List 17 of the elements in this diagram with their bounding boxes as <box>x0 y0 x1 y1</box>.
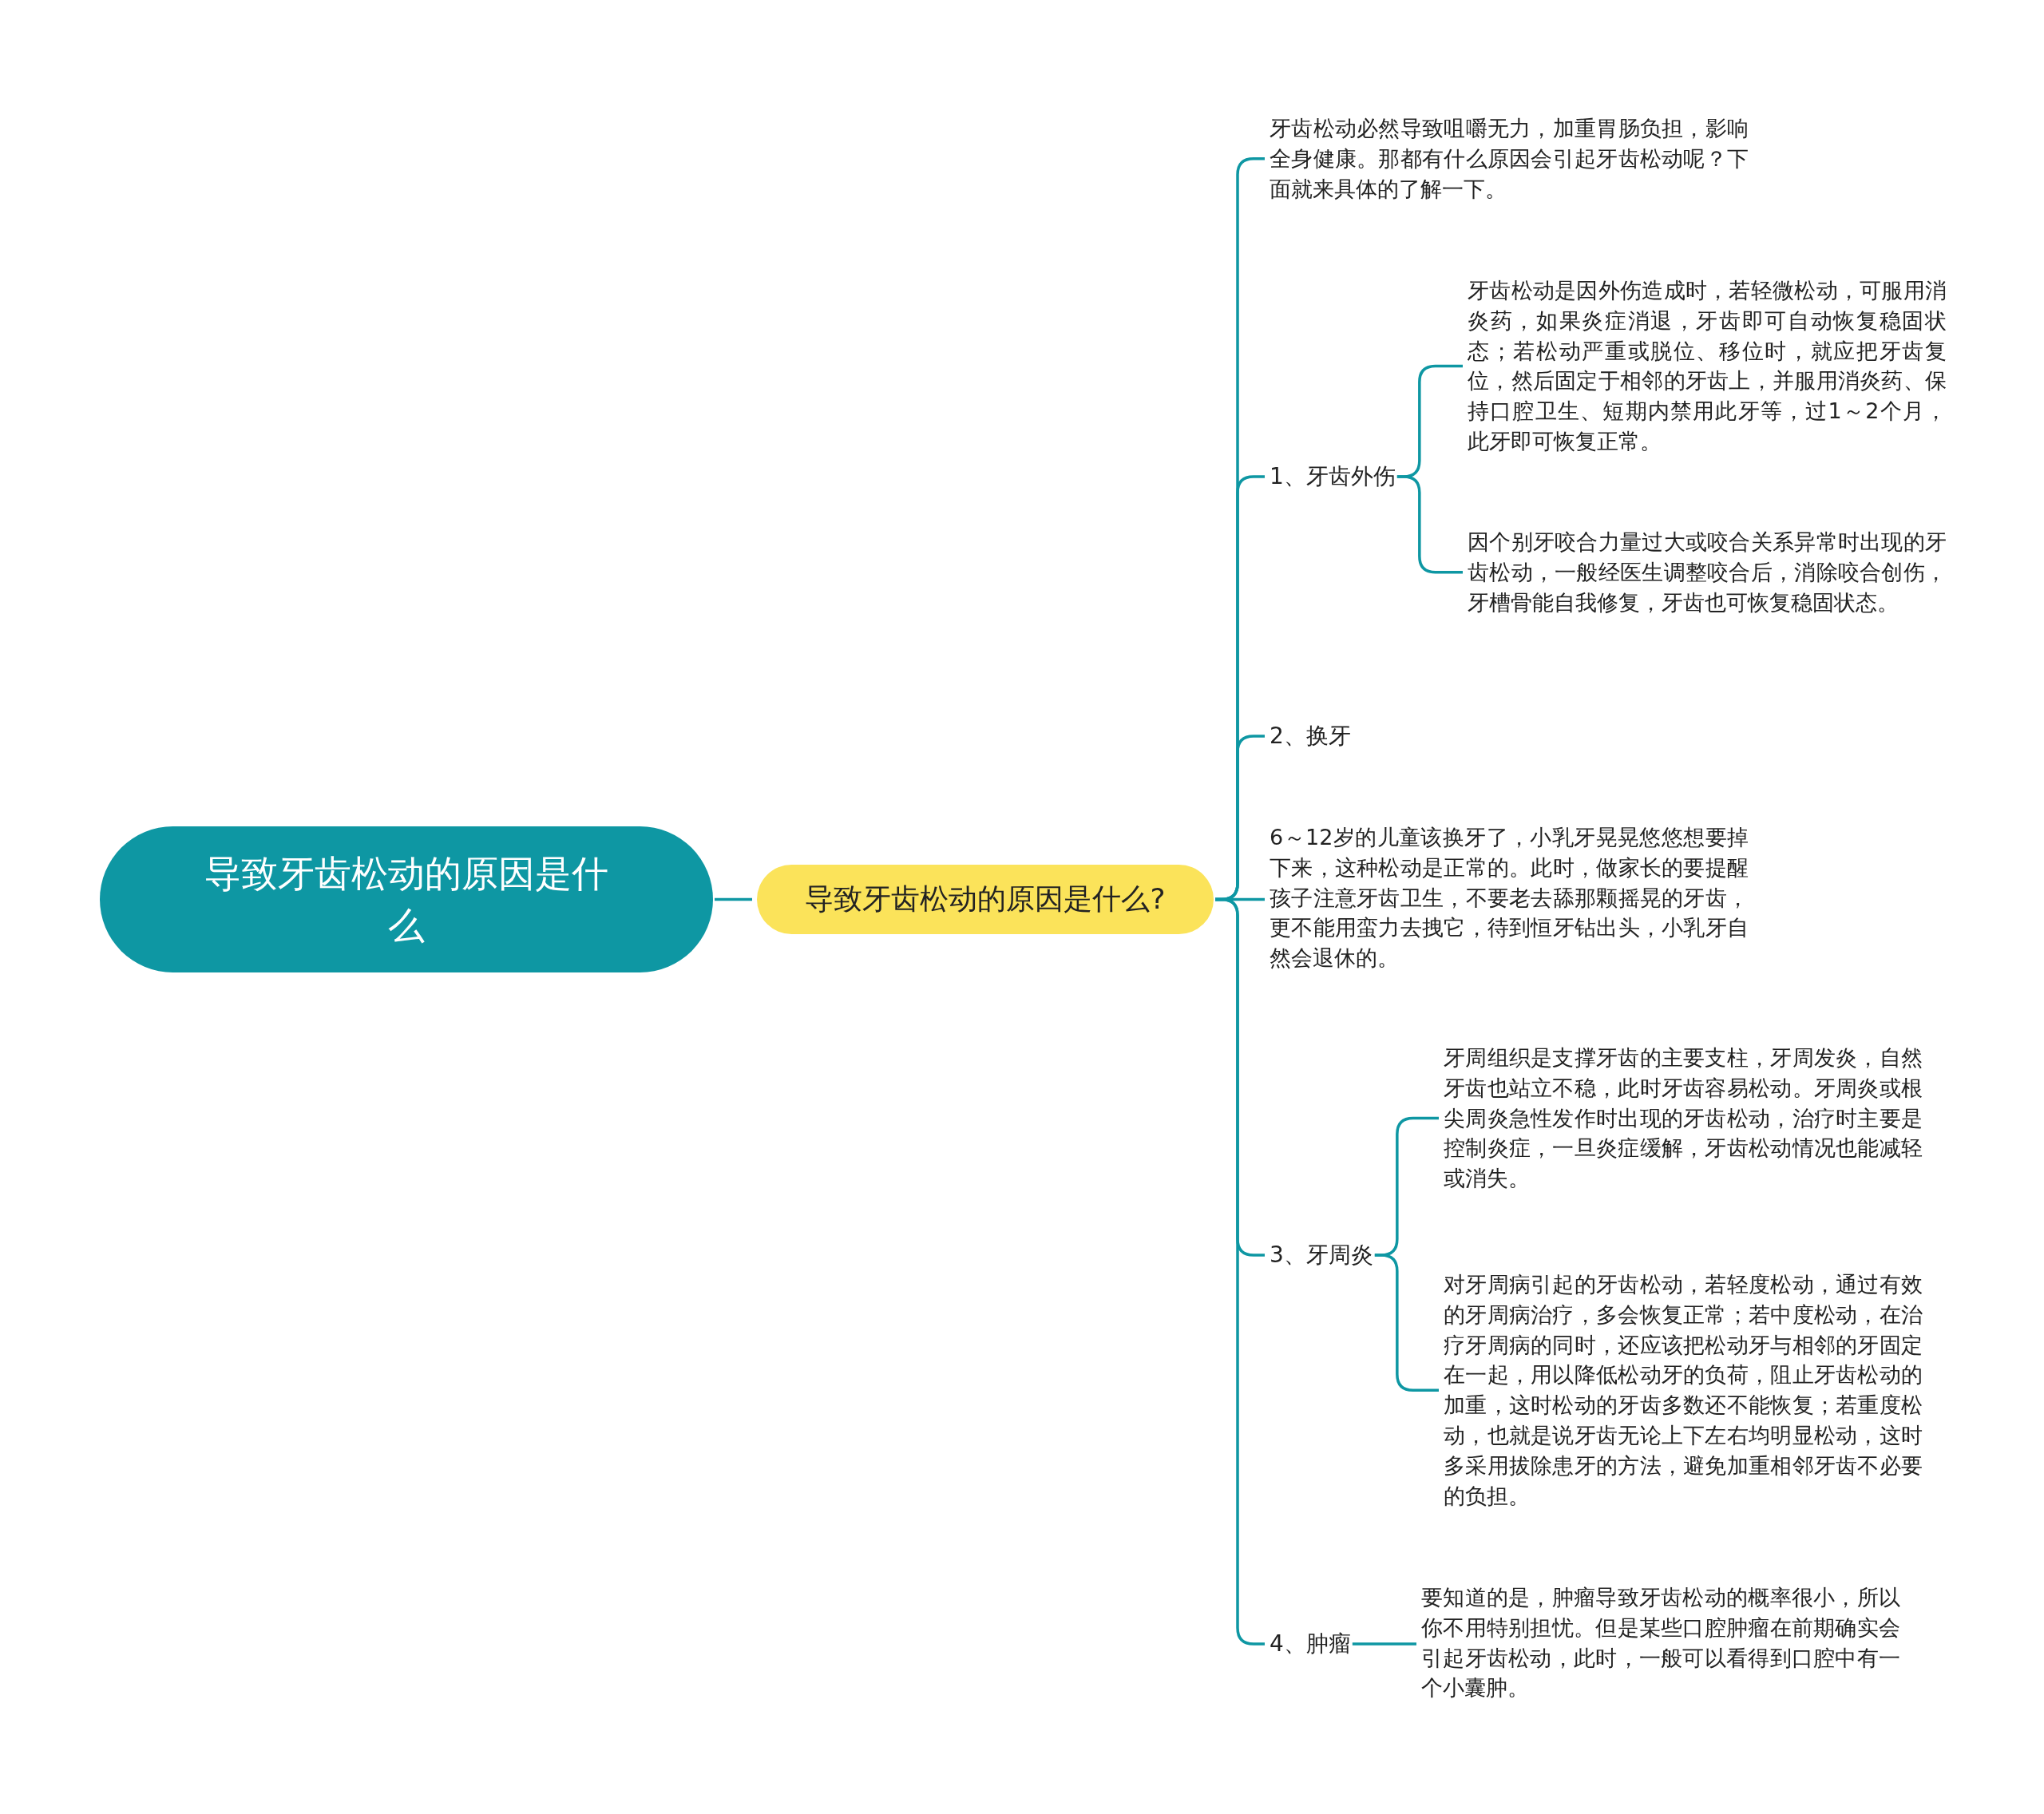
note-text: 对牙周病引起的牙齿松动，若轻度松动，通过有效的牙周病治疗，多会恢复正常；若中度松动，在治疗牙周病的同时，还应该把松动牙与相邻的牙固定在一起，用以降低松动牙的负荷，阻止牙齿松动的加重，这时松动的牙齿多数还不能恢复；若重度松动，也就是说牙齿无论上下左右均明显松动，这时多采用拔除患牙的方法，避免加重相邻牙齿不必要的负担。 <box>1444 1269 1923 1511</box>
note-text: 要知道的是，肿瘤导致牙齿松动的概率很小，所以你不用特别担忧。但是某些口腔肿瘤在前期确实会引起牙齿松动，此时，一般可以看得到口腔中有一个小囊肿。 <box>1421 1582 1900 1704</box>
branch-label: 4、肿瘤 <box>1270 1629 1351 1659</box>
note-text: 牙齿松动是因外伤造成时，若轻微松动，可服用消炎药，如果炎症消退，牙齿即可自动恢复稳固状态；若松动严重或脱位、移位时，就应把牙齿复位，然后固定于相邻的牙齿上，并服用消炎药、保持口腔卫生、短期内禁用此牙等，过1～2个月，此牙即可恢复正常。 <box>1468 275 1947 457</box>
subtopic-pill: 导致牙齿松动的原因是什么? <box>757 865 1214 934</box>
note-text: 牙齿松动必然导致咀嚼无力，加重胃肠负担，影响全身健康。那都有什么原因会引起牙齿松动呢？下面就来具体的了解一下。 <box>1270 113 1749 204</box>
note-text: 6～12岁的儿童该换牙了，小乳牙晃晃悠悠想要掉下来，这种松动是正常的。此时，做家长的要提醒孩子注意牙齿卫生，不要老去舔那颗摇晃的牙齿，更不能用蛮力去拽它，待到恒牙钻出头，小乳牙自然会退休的。 <box>1270 822 1749 973</box>
connector-line <box>715 897 752 901</box>
note-text: 牙周组织是支撑牙齿的主要支柱，牙周发炎，自然牙齿也站立不稳，此时牙齿容易松动。牙周炎或根尖周炎急性发作时出现的牙齿松动，治疗时主要是控制炎症，一旦炎症缓解，牙齿松动情况也能减轻或消失。 <box>1444 1043 1923 1194</box>
connector-line <box>1396 475 1463 574</box>
topic-pill: 导致牙齿松动的原因是什么 <box>100 826 713 972</box>
branch-label: 2、换牙 <box>1270 721 1351 751</box>
branch-label: 3、牙周炎 <box>1270 1240 1373 1270</box>
branch-label: 1、牙齿外伤 <box>1270 461 1396 492</box>
connector-line <box>1352 1642 1416 1646</box>
connector-line <box>1374 1254 1439 1392</box>
note-text: 因个别牙咬合力量过大或咬合关系异常时出现的牙齿松动，一般经医生调整咬合后，消除咬合创伤，牙槽骨能自我修复，牙齿也可恢复稳固状态。 <box>1468 527 1947 618</box>
